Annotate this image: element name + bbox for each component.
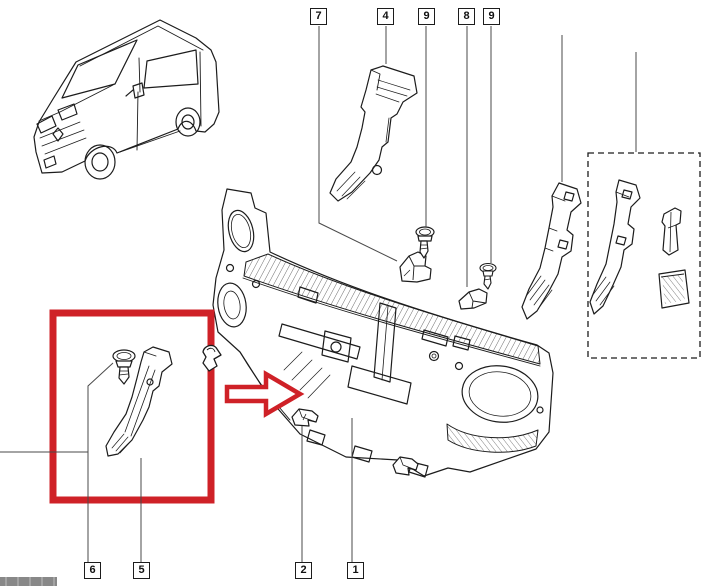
callout-label: 9 [488, 10, 495, 22]
callout-box-9b[interactable]: 9 [483, 8, 500, 25]
callout-label: 1 [352, 564, 359, 576]
callout-box-9a[interactable]: 9 [418, 8, 435, 25]
callout-box-8[interactable]: 8 [458, 8, 475, 25]
red-direction-arrow [224, 370, 305, 418]
front-panel-drawing [212, 188, 554, 478]
upper-bracket-drawing [329, 65, 418, 202]
small-clip-a-drawing [202, 344, 222, 372]
callout-label: 9 [423, 10, 430, 22]
screw-9a-drawing [415, 226, 435, 259]
callout-box-5[interactable]: 5 [133, 562, 150, 579]
callout-label: 4 [382, 10, 389, 22]
clip-8-drawing [458, 288, 488, 310]
callout-label: 2 [300, 564, 307, 576]
callout-box-1[interactable]: 1 [347, 562, 364, 579]
kit-clip-drawing [661, 207, 682, 256]
screw-9b-drawing [479, 262, 497, 290]
callout-box-2[interactable]: 2 [295, 562, 312, 579]
callout-label: 8 [463, 10, 470, 22]
callout-box-6[interactable]: 6 [84, 562, 101, 579]
clip-2-drawing [291, 408, 319, 427]
clip-7-drawing [399, 251, 432, 283]
van-illustration [33, 19, 220, 180]
kit-side-bracket-drawing [589, 179, 641, 315]
small-clip-b-drawing [392, 456, 419, 476]
callout-label: 5 [138, 564, 145, 576]
callout-label: 6 [89, 564, 96, 576]
kit-box [587, 152, 701, 359]
leader-lines [0, 26, 637, 562]
callout-box-4[interactable]: 4 [377, 8, 394, 25]
red-highlight-box [49, 309, 215, 504]
watermark-fragment [0, 577, 57, 586]
screw-6-drawing [112, 349, 136, 385]
side-bracket-drawing [521, 182, 582, 320]
callout-label: 7 [315, 10, 322, 22]
kit-label-drawing [658, 269, 690, 309]
highlighted-bracket-drawing [105, 346, 173, 457]
callout-box-7[interactable]: 7 [310, 8, 327, 25]
